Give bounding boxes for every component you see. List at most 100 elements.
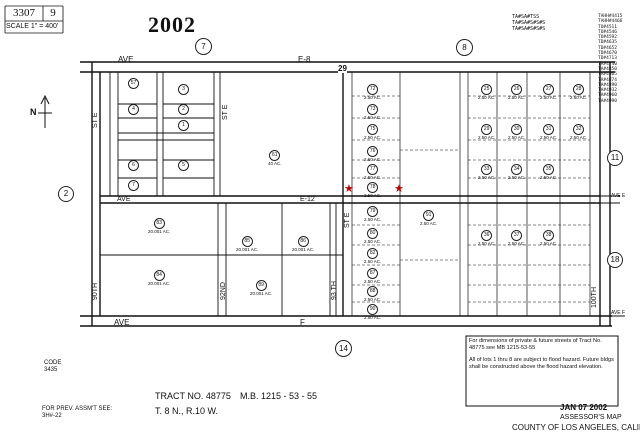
top-right-note-line: TA#4850 bbox=[598, 66, 617, 72]
parcel-number: 5 bbox=[178, 160, 189, 171]
parcel-number: 82 bbox=[367, 248, 379, 259]
book-number: 3307 bbox=[13, 7, 35, 19]
street-label-ave-mid: AVE bbox=[117, 196, 131, 203]
parcel-area: 2.50 AC. bbox=[364, 217, 382, 222]
street-label-90th: 90TH bbox=[92, 282, 99, 300]
parcel-number: 79 bbox=[367, 206, 379, 217]
parcel-number: 61 bbox=[269, 150, 281, 161]
parcel-number: 2 bbox=[178, 104, 189, 115]
township-range: T. 8 N., R.10 W. bbox=[155, 406, 219, 416]
parcel-number: 37 bbox=[511, 230, 523, 241]
top-note-line: TA#SA#TSS bbox=[512, 14, 540, 20]
top-center-notes: TA#SA#TSS TA#SA#S#S#S TA#SA#S#S#S bbox=[512, 14, 545, 32]
parcel-number: 57 bbox=[128, 78, 139, 89]
parcel-number: 4 bbox=[128, 104, 139, 115]
top-right-note-line: TA#4932 bbox=[598, 88, 617, 94]
parcel: 2 bbox=[178, 104, 189, 115]
parcel-number: 78 bbox=[367, 182, 379, 193]
parcel-area: 20.001 AC. bbox=[148, 229, 171, 234]
parcel-number: 7 bbox=[128, 180, 139, 191]
top-right-note-line: TO#4546 bbox=[598, 29, 617, 35]
prev-assmt-label: FOR PREV. ASSM'T SEE: bbox=[42, 406, 113, 412]
parcel-number: 77 bbox=[367, 164, 379, 175]
parcel-number: 29 bbox=[481, 124, 493, 135]
circled-number: 7 bbox=[195, 38, 212, 55]
north-arrow-icon bbox=[38, 94, 52, 128]
circled-number: 14 bbox=[335, 340, 352, 357]
code-label: CODE bbox=[44, 360, 62, 366]
parcel-number: 83 bbox=[153, 218, 165, 229]
parcel-area: 2.50 AC. bbox=[540, 241, 558, 246]
parcel-area: 20.001 AC. bbox=[292, 247, 315, 252]
page-number: 9 bbox=[50, 7, 56, 19]
parcel-number: 75 bbox=[367, 124, 379, 135]
parcel-number: 31 bbox=[543, 124, 555, 135]
street-label-st-e-right: ST E bbox=[344, 212, 351, 228]
parcel-number: 38 bbox=[543, 230, 555, 241]
parcel-area: 40 AC. bbox=[268, 161, 282, 166]
street-label-93th: 93 TH bbox=[331, 281, 338, 300]
parcel-number: 85 bbox=[241, 236, 253, 247]
top-right-note-line: TO#4592 bbox=[598, 35, 617, 41]
parcel-number: 84 bbox=[153, 270, 165, 281]
parcel-area: 20.001 AC. bbox=[148, 281, 171, 286]
parcel-area: 2.50 AC. bbox=[364, 95, 382, 100]
map-year: 2002 bbox=[148, 12, 196, 37]
parcel-area: 2.50 AC. bbox=[508, 241, 526, 246]
parcel-area: 2.50 AC. bbox=[364, 297, 382, 302]
top-right-note-line: TAHH#4415 bbox=[598, 14, 623, 19]
prev-assmt-value: 3H#-22 bbox=[42, 413, 62, 419]
parcel-area: 2.50 AC. bbox=[570, 95, 588, 100]
parcel-number: 34 bbox=[511, 164, 523, 175]
parcel-number: 86 bbox=[297, 236, 309, 247]
stamp-county: COUNTY OF LOS ANGELES, CALIF. bbox=[512, 423, 640, 432]
top-right-note-line: TA#4740 bbox=[598, 61, 617, 67]
parcel: 4 bbox=[128, 104, 139, 115]
parcel-number: 89 bbox=[255, 280, 267, 291]
circled-number: 2 bbox=[58, 186, 74, 202]
parcel-number: 3 bbox=[178, 84, 189, 95]
notes-box: For dimensions of private & future stree… bbox=[469, 338, 615, 371]
parcel-area: 2.50 AC. bbox=[478, 241, 496, 246]
street-label-ave-top: AVE bbox=[118, 55, 134, 64]
top-right-note-line: TA#4865 bbox=[598, 72, 617, 78]
parcel-number: 72 bbox=[367, 84, 379, 95]
parcel: 1 bbox=[178, 120, 189, 131]
parcel-number: 35 bbox=[543, 164, 555, 175]
top-note-line: TA#SA#S#S#S bbox=[512, 26, 546, 32]
parcel-area: 2.50 AC. bbox=[364, 157, 382, 162]
parcel-number: 32 bbox=[573, 124, 585, 135]
parcel: 5 bbox=[178, 160, 189, 171]
parcel-area: 2.50 AC. bbox=[364, 135, 382, 140]
star-marker-icon: ★ bbox=[344, 183, 354, 195]
parcel-number: 33 bbox=[481, 164, 493, 175]
parcel-area: 2.50 AC. bbox=[364, 315, 382, 320]
parcel-number: 36 bbox=[481, 230, 493, 241]
parcel: 7 bbox=[128, 180, 139, 191]
note-flood-hazard: All of lots 1 thru 8 are subject to floo… bbox=[469, 357, 614, 370]
parcel-number: 28 bbox=[573, 84, 585, 95]
parcel-number: 1 bbox=[178, 120, 189, 131]
street-label-ave-f-right: AVE F bbox=[611, 310, 626, 316]
parcel-area: 2.50 AC. bbox=[478, 95, 496, 100]
